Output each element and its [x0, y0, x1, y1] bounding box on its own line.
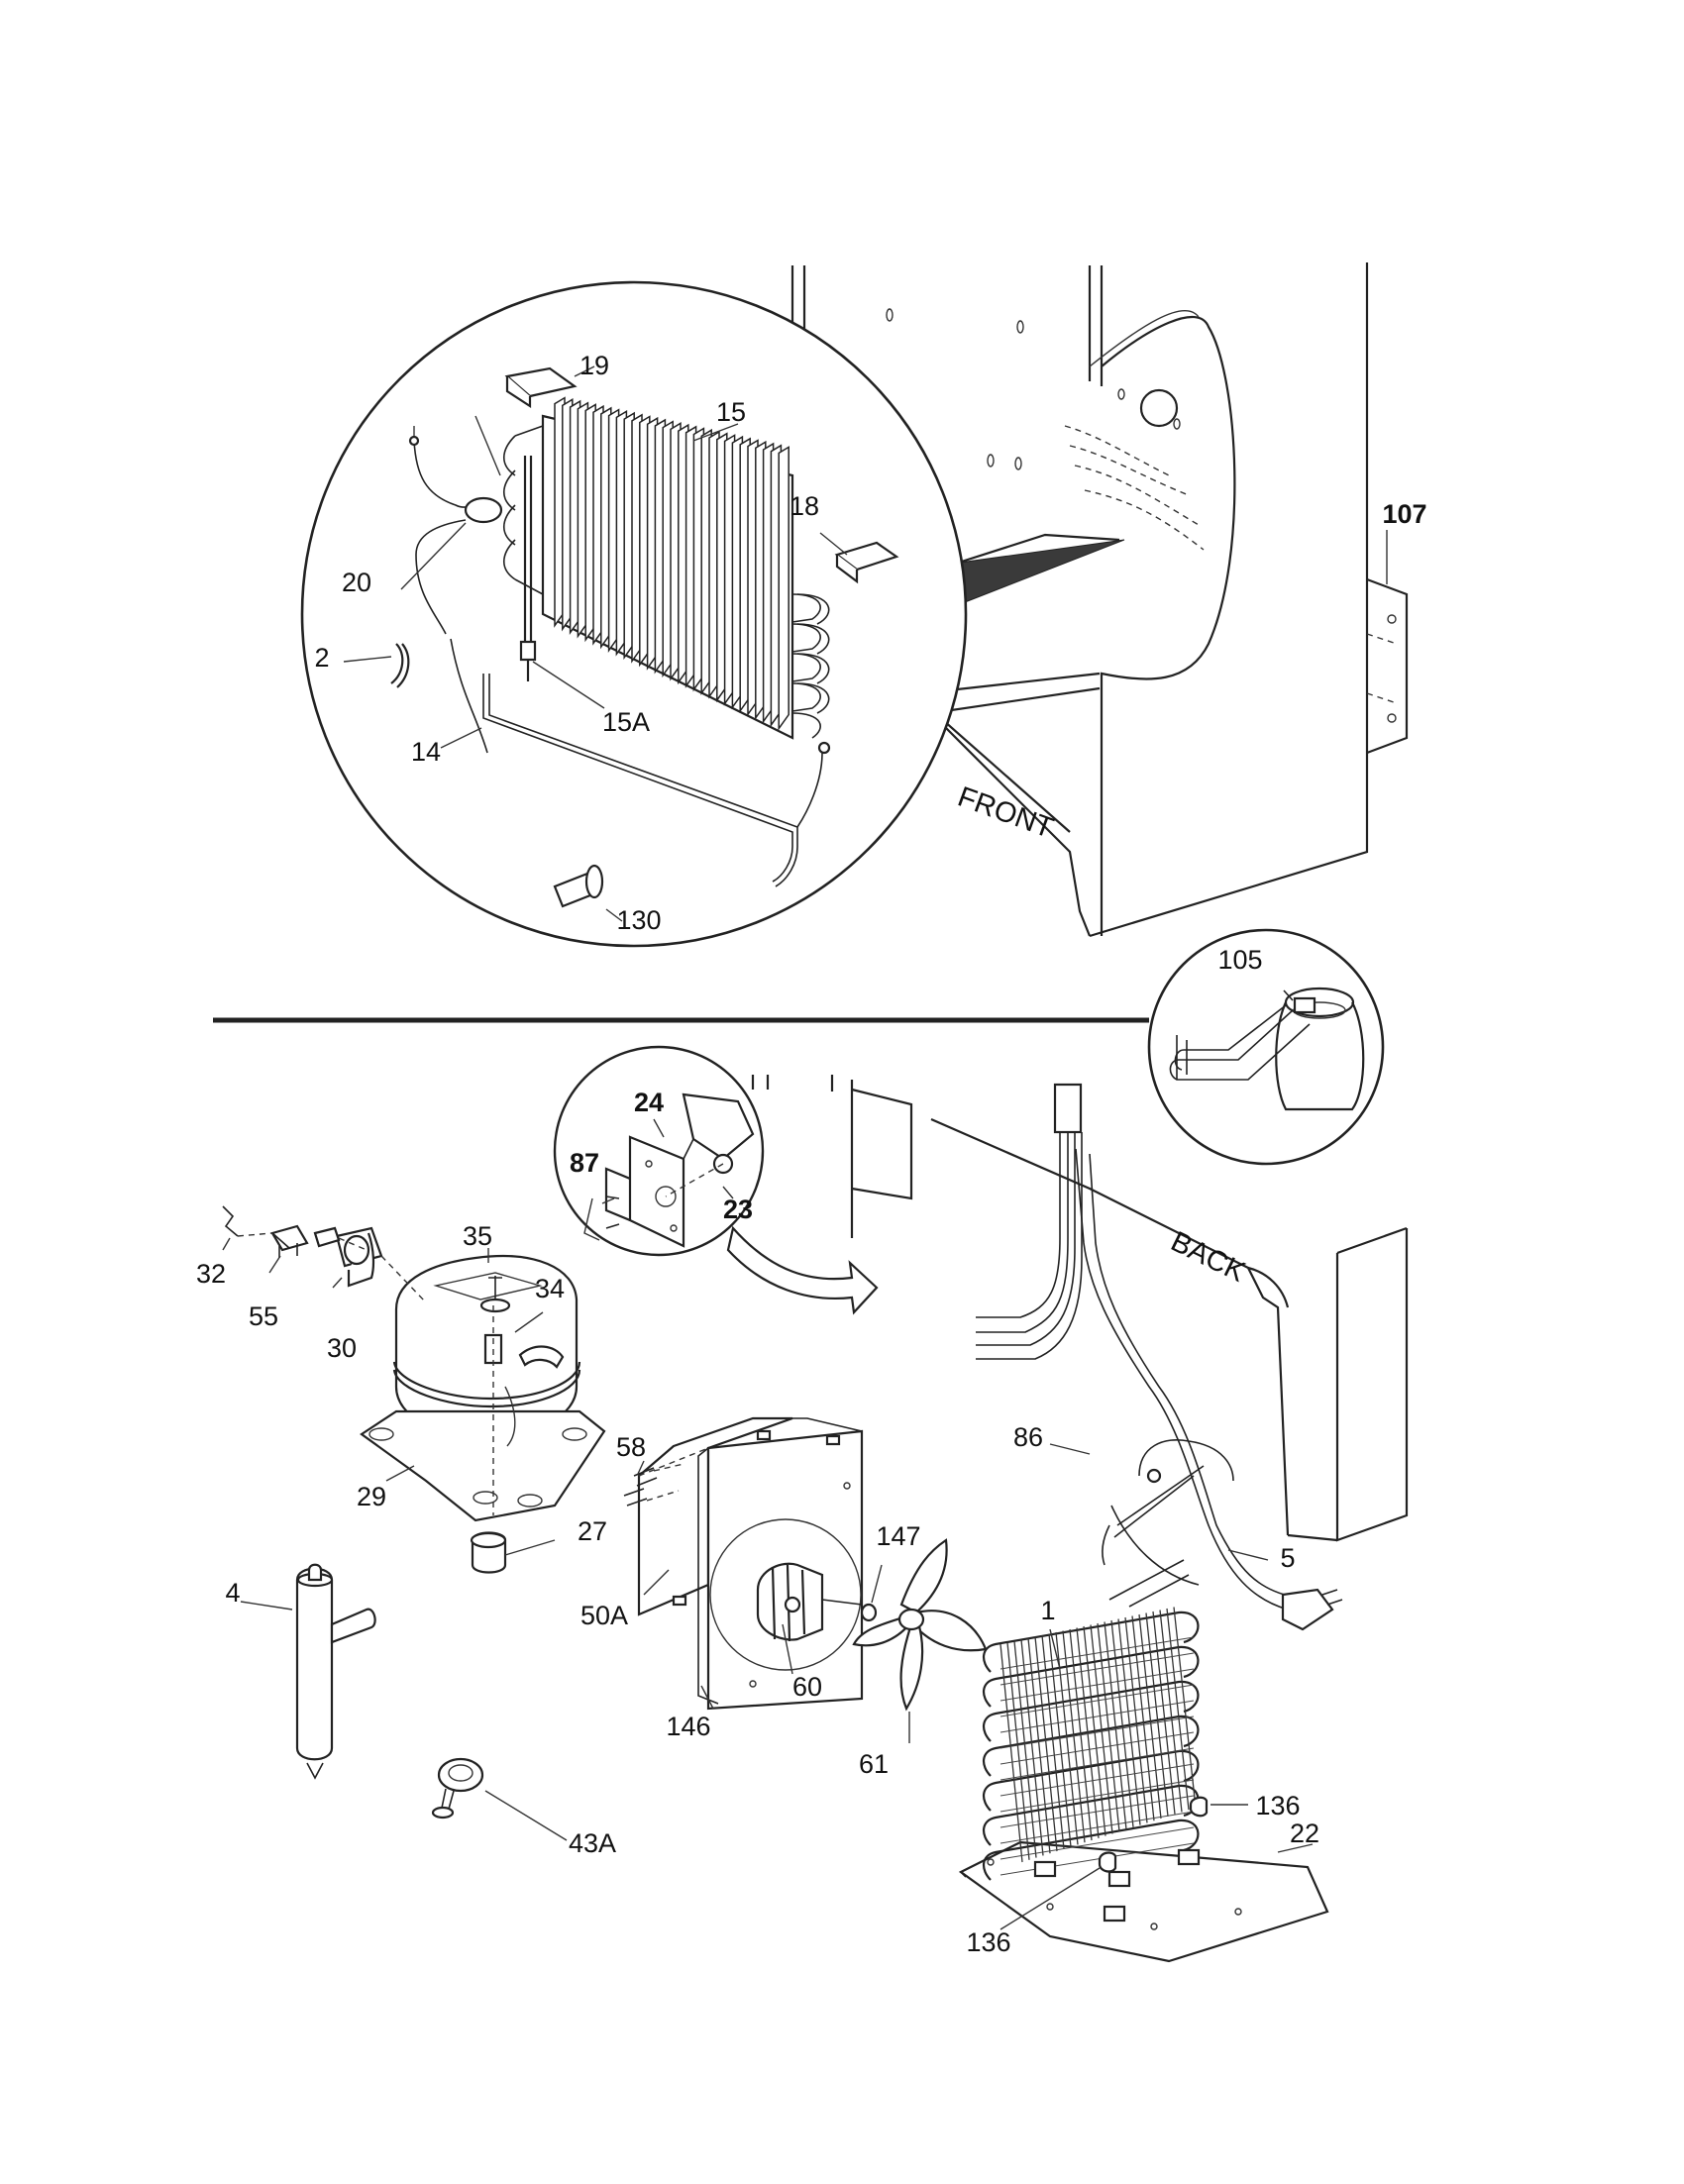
callout-label: 87 — [570, 1148, 599, 1178]
callout-label: 30 — [327, 1333, 357, 1363]
condenser — [958, 1607, 1329, 1963]
callout-label: 23 — [723, 1195, 753, 1224]
callout-label: 15 — [716, 397, 746, 427]
front-view-label: FRONT — [954, 781, 1058, 845]
callout-label: 34 — [535, 1274, 565, 1303]
callout-label: 4 — [225, 1578, 240, 1608]
callout-label: 86 — [1013, 1422, 1043, 1452]
callout-label: 5 — [1280, 1543, 1295, 1573]
callout-label: 107 — [1382, 499, 1426, 529]
callout-label: 32 — [196, 1259, 226, 1289]
filter-drier — [240, 1563, 376, 1780]
callout-label: 27 — [578, 1516, 607, 1546]
callout-label: 60 — [792, 1672, 822, 1702]
evaporator-detail — [300, 280, 1388, 948]
start-relay — [222, 1205, 427, 1303]
compressor — [360, 1248, 606, 1574]
relay-detail — [553, 1045, 765, 1257]
back-view-label: BACK — [1166, 1226, 1251, 1290]
wiring-harness — [976, 1083, 1343, 1631]
drain-pan-detail — [1147, 928, 1385, 1166]
callout-label: 136 — [966, 1927, 1010, 1957]
fan-assembly — [623, 1416, 988, 1743]
callout-label: 105 — [1217, 945, 1262, 975]
callout-label: 147 — [876, 1521, 920, 1551]
callout-label: 136 — [1255, 1791, 1300, 1820]
callout-labels: 19151820215A1413010710524872335343255302… — [196, 351, 1427, 1957]
callout-label: 35 — [463, 1221, 492, 1251]
callout-label: 29 — [357, 1482, 386, 1511]
callout-label: 20 — [342, 568, 371, 597]
callout-label: 130 — [616, 905, 661, 935]
callout-label: 55 — [249, 1301, 278, 1331]
callout-label: 22 — [1290, 1819, 1319, 1848]
callout-label: 61 — [859, 1749, 889, 1779]
callout-label: 146 — [666, 1712, 710, 1741]
curved-arrow — [726, 1225, 879, 1315]
callout-label: 24 — [634, 1088, 664, 1117]
callout-label: 43A — [569, 1828, 616, 1858]
callout-label: 18 — [789, 491, 819, 521]
callout-label: 2 — [314, 643, 329, 673]
callout-label: 58 — [616, 1432, 646, 1462]
callout-label: 1 — [1040, 1596, 1055, 1625]
machine-compartment — [751, 1075, 1409, 1542]
tube-clamp — [431, 1757, 568, 1841]
callout-label: 14 — [411, 737, 441, 767]
callout-label: 50A — [580, 1601, 628, 1630]
callout-label: 19 — [579, 351, 609, 380]
callout-label: 15A — [602, 707, 650, 737]
